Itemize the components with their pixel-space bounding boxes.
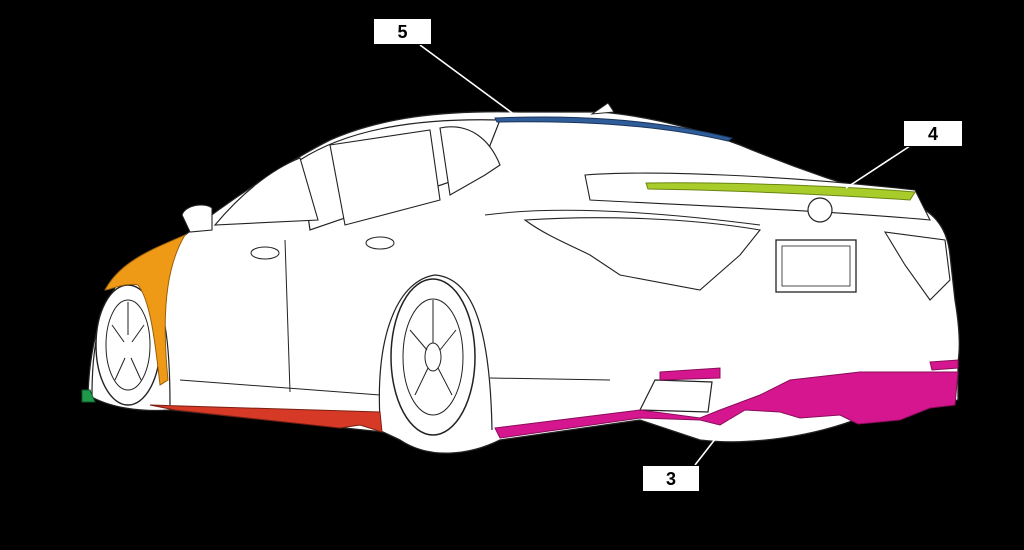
antenna — [590, 102, 615, 115]
trunk-spoiler-part — [645, 182, 916, 201]
body-side-line — [179, 377, 611, 396]
tail-light-left — [523, 217, 762, 291]
callout-label-5: 5 — [373, 18, 432, 45]
rear-emblem — [807, 197, 833, 223]
rear-wheel — [390, 278, 476, 436]
fender-part — [104, 233, 187, 386]
tail-light-right — [883, 231, 951, 301]
side-mirror — [181, 204, 213, 233]
leader-3 — [694, 419, 731, 466]
exhaust-left — [639, 379, 713, 413]
front-lip-part — [81, 389, 96, 403]
callout-label-3: 3 — [642, 465, 700, 492]
license-plate — [775, 239, 857, 293]
roof-spoiler-part — [494, 116, 734, 142]
rear-diffuser-part — [494, 371, 959, 439]
side-window-rear — [329, 129, 441, 226]
leader-5 — [419, 44, 516, 116]
c-pillar — [439, 126, 501, 196]
callout-label-4: 4 — [903, 120, 963, 147]
leader-4 — [845, 145, 911, 189]
door-handle-rear — [365, 236, 395, 250]
door-handle-front — [250, 246, 280, 260]
rear-shoulder-line — [484, 209, 761, 226]
door-line — [284, 239, 291, 393]
side-skirt-part — [149, 404, 383, 433]
side-window-front — [213, 157, 319, 226]
